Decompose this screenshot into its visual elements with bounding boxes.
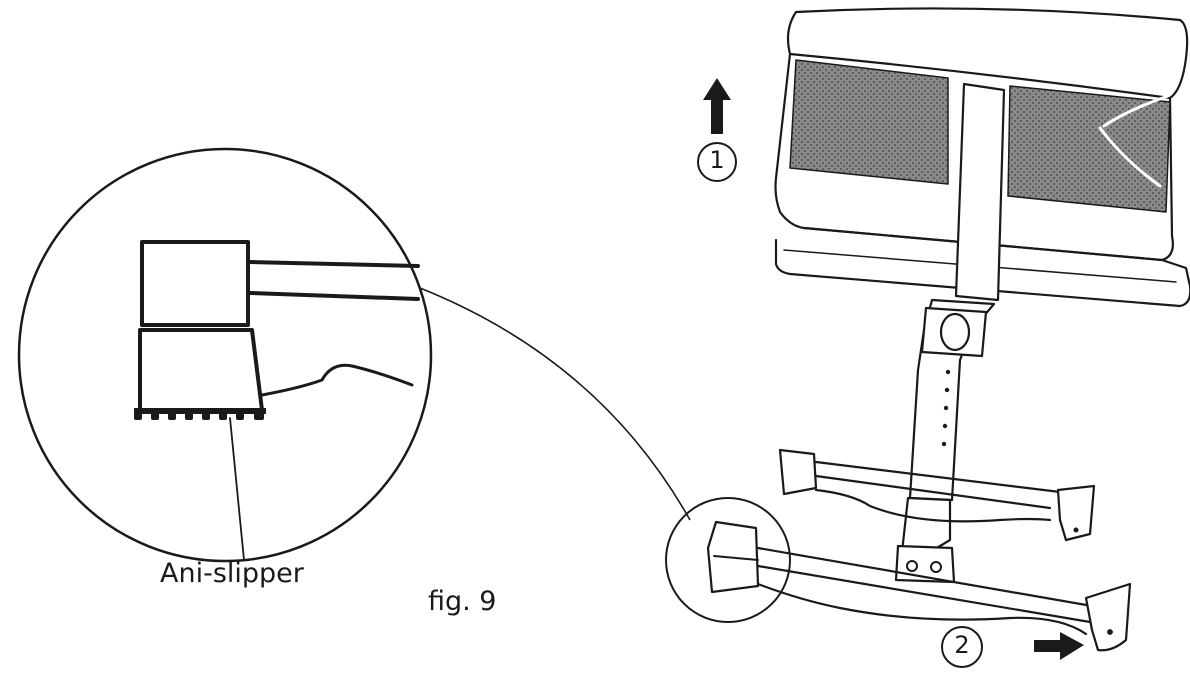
front-leg-pin xyxy=(1107,629,1113,635)
cot-mesh-right xyxy=(1007,85,1171,213)
foot-zoom-circle xyxy=(665,497,791,623)
detail-zoom-circle xyxy=(17,147,433,563)
front-leg-bar-curve xyxy=(756,582,1088,636)
cot-mesh-highlight xyxy=(1102,94,1170,128)
connector-line xyxy=(419,287,691,521)
height-clip-button xyxy=(939,312,971,352)
back-leg-bar-bottom xyxy=(814,474,1052,510)
detail-tube-top xyxy=(248,260,420,268)
bolt-right xyxy=(930,561,942,573)
back-leg-foot-left xyxy=(778,448,818,496)
back-leg-bar-top xyxy=(814,460,1062,494)
step-1-badge xyxy=(697,142,737,182)
anti-slipper-leader xyxy=(229,417,245,561)
anti-slipper-teeth xyxy=(134,408,266,420)
arrow-up-icon xyxy=(703,78,731,134)
cot-mesh-left xyxy=(789,59,949,185)
front-leg-bar-top xyxy=(756,546,1094,608)
front-leg-foot-right xyxy=(1084,582,1132,652)
back-leg-foot-right xyxy=(1056,484,1096,542)
anti-slipper-label: Ani-slipper xyxy=(160,558,304,589)
front-leg-bar-bottom xyxy=(756,564,1092,624)
detail-tube-curve xyxy=(260,363,414,397)
arrow-right-icon xyxy=(1034,632,1084,660)
front-leg-foot-detail xyxy=(713,555,759,561)
detail-foot-upper xyxy=(140,240,250,327)
cot-assembly xyxy=(665,7,1190,652)
back-leg-pin xyxy=(1073,527,1079,533)
height-clip xyxy=(920,306,988,358)
detail-zoom-group xyxy=(17,147,433,563)
center-strap xyxy=(954,82,1006,302)
back-leg-bar-curve xyxy=(814,488,1052,523)
height-holes xyxy=(941,369,951,447)
figure-caption: fig. 9 xyxy=(428,586,497,617)
cot-base xyxy=(774,226,1190,308)
detail-tube-bottom xyxy=(248,291,420,301)
detail-foot-lower xyxy=(138,328,264,412)
cot-body-outline xyxy=(774,52,1174,262)
cot-top-rail xyxy=(786,7,1189,100)
step-1-number: 1 xyxy=(709,146,725,174)
step-2-number: 2 xyxy=(954,631,970,659)
step-2-badge xyxy=(941,626,983,668)
cot-mesh-highlight-2 xyxy=(1098,126,1162,188)
bolt-left xyxy=(906,560,918,572)
